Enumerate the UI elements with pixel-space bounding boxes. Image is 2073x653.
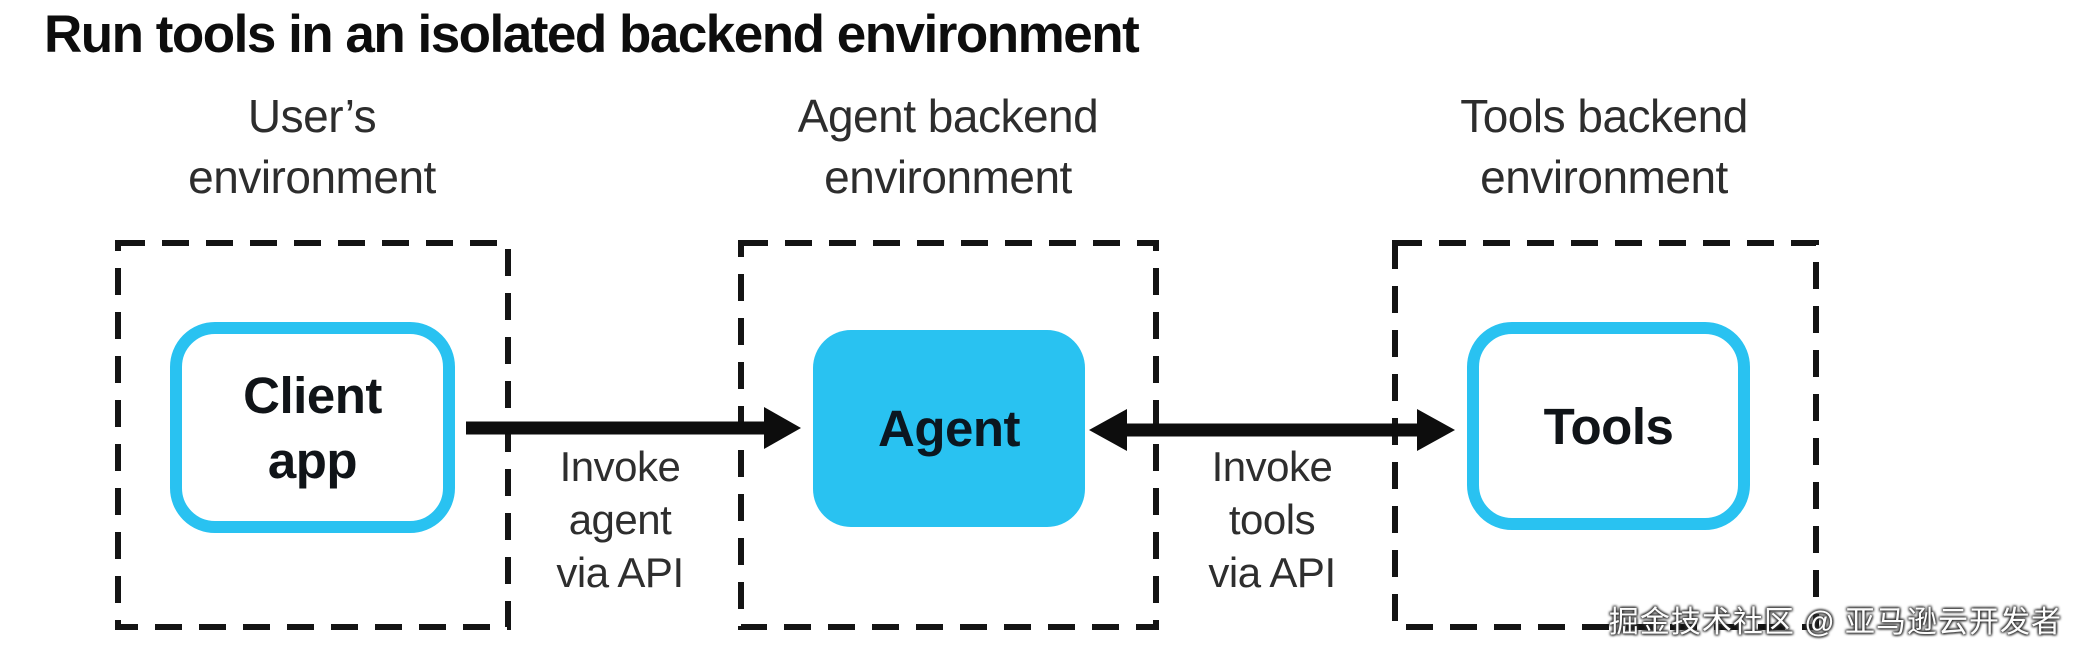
- arrow-label-line: via API: [1208, 549, 1336, 596]
- invoke-agent-via-api-label: Invoke agent via API: [510, 440, 730, 599]
- arrow-label-line: Invoke: [1211, 443, 1333, 490]
- env-label-line: Tools backend: [1460, 90, 1748, 142]
- env-label-line: Agent backend: [797, 90, 1099, 142]
- agent-node: Agent: [813, 330, 1085, 527]
- env-label-line: environment: [1480, 151, 1728, 203]
- arrow-label-line: Invoke: [559, 443, 681, 490]
- env-label-tools-backend-environment: Tools backend environment: [1384, 86, 1824, 208]
- env-label-line: environment: [824, 151, 1072, 203]
- agent-node-label: Agent: [878, 400, 1020, 457]
- invoke-tools-double-arrow-icon: [1089, 409, 1455, 451]
- env-label-users-environment: User’s environment: [92, 86, 532, 208]
- arrow-label-line: agent: [568, 496, 672, 543]
- arrow-label-line: via API: [556, 549, 684, 596]
- tools-node: Tools: [1467, 322, 1750, 530]
- users-environment-dashed-box: [115, 240, 511, 630]
- env-label-line: environment: [188, 151, 436, 203]
- invoke-tools-via-api-label: Invoke tools via API: [1162, 440, 1382, 599]
- client-app-node-label: Client: [243, 366, 382, 424]
- diagram-title: Run tools in an isolated backend environ…: [44, 5, 1140, 64]
- client-app-node-label: app: [267, 431, 358, 489]
- tools-node-label: Tools: [1543, 397, 1674, 455]
- arrow-label-line: tools: [1228, 496, 1316, 543]
- invoke-agent-arrow-icon: [466, 407, 801, 449]
- client-app-node: Client app: [170, 322, 455, 533]
- env-label-line: User’s: [247, 90, 377, 142]
- watermark-text: 掘金技术社区 @ 亚马逊云开发者: [1608, 606, 2062, 639]
- env-label-agent-backend-environment: Agent backend environment: [728, 86, 1168, 208]
